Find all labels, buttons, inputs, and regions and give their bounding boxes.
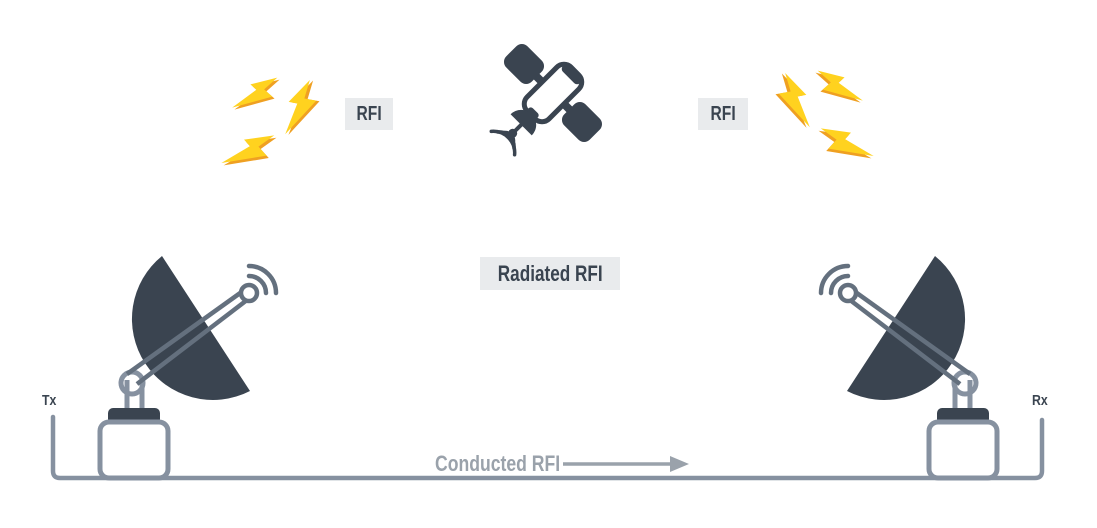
rfi-label-right-text: RFI (710, 102, 736, 125)
radiated-rfi-label-text: Radiated RFI (497, 260, 603, 286)
satellite-icon (489, 43, 603, 157)
rx-label: Rx (1032, 392, 1048, 409)
ground-line (50, 414, 1045, 481)
dish-antenna-rx-icon (821, 256, 997, 478)
radiated-rfi-label: Radiated RFI (480, 257, 620, 290)
lightning-bolts-icon (772, 60, 875, 177)
dish-antenna-tx-icon (100, 256, 276, 478)
rfi-label-left-text: RFI (356, 102, 382, 125)
rfi-label-right: RFI (698, 98, 748, 130)
rfi-label-left: RFI (345, 98, 393, 130)
tx-label: Tx (42, 392, 57, 409)
right-arrow-icon (563, 456, 689, 472)
lightning-bolts-icon (220, 67, 323, 184)
conducted-rfi-label: Conducted RFI (435, 451, 561, 476)
